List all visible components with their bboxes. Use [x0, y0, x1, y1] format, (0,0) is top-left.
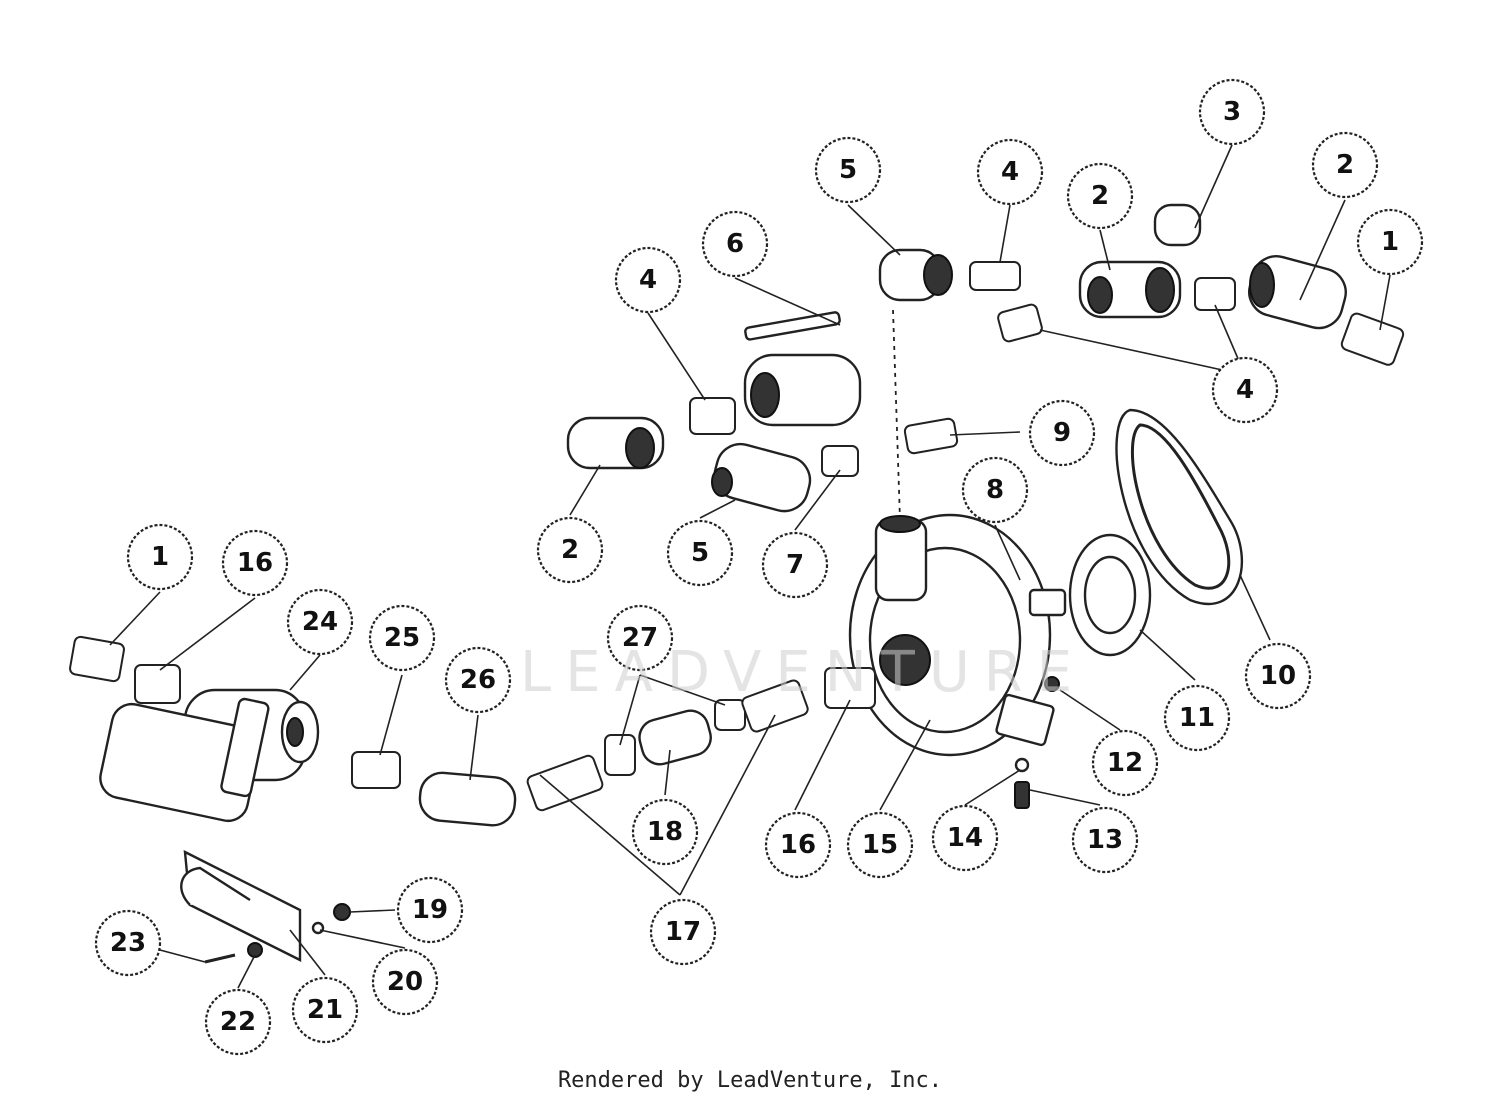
svg-text:19: 19	[412, 895, 448, 925]
svg-text:9: 9	[1053, 418, 1071, 448]
callout-16-filter: 16	[221, 529, 289, 597]
svg-text:25: 25	[384, 623, 420, 653]
callout-6: 6	[701, 210, 769, 278]
callout-27: 27	[606, 604, 674, 672]
callout-1-left: 1	[126, 523, 194, 591]
callout-4-valve: 4	[614, 246, 682, 314]
svg-text:24: 24	[302, 607, 338, 637]
callout-19: 19	[396, 876, 464, 944]
svg-text:18: 18	[647, 817, 683, 847]
svg-text:1: 1	[151, 542, 169, 572]
callout-10: 10	[1244, 642, 1312, 710]
svg-text:7: 7	[786, 550, 804, 580]
callout-23: 23	[94, 909, 162, 977]
svg-text:8: 8	[986, 475, 1004, 505]
callout-1-top-right: 1	[1356, 208, 1424, 276]
callout-17: 17	[649, 898, 717, 966]
svg-text:16: 16	[780, 830, 816, 860]
callout-9: 9	[1028, 399, 1096, 467]
svg-text:5: 5	[839, 155, 857, 185]
svg-text:2: 2	[561, 535, 579, 565]
svg-text:6: 6	[726, 229, 744, 259]
svg-text:26: 26	[460, 665, 496, 695]
svg-text:4: 4	[1236, 375, 1254, 405]
nipple-fitting-top	[969, 261, 1021, 291]
callout-2-tee: 2	[1066, 162, 1134, 230]
parts-drawing	[69, 203, 1405, 964]
svg-text:17: 17	[665, 917, 701, 947]
callout-8: 8	[961, 456, 1029, 524]
callout-20: 20	[371, 948, 439, 1016]
callout-16-pump: 16	[764, 811, 832, 879]
callout-5-top: 5	[814, 136, 882, 204]
drive-belt	[1115, 408, 1244, 606]
callout-2-left: 2	[536, 516, 604, 584]
callout-14: 14	[931, 804, 999, 872]
callout-4-top: 4	[976, 138, 1044, 206]
elbow-fitting-mid	[713, 442, 812, 513]
svg-text:23: 23	[110, 928, 146, 958]
svg-text:14: 14	[947, 823, 983, 853]
callout-2-top-right: 2	[1311, 131, 1379, 199]
svg-text:20: 20	[387, 967, 423, 997]
svg-text:13: 13	[1087, 825, 1123, 855]
callout-25: 25	[368, 604, 436, 672]
valve-handle	[744, 311, 841, 341]
callout-7: 7	[761, 531, 829, 599]
svg-text:22: 22	[220, 1007, 256, 1037]
svg-text:12: 12	[1107, 748, 1143, 778]
svg-text:27: 27	[622, 623, 658, 653]
svg-text:3: 3	[1223, 97, 1241, 127]
svg-text:2: 2	[1336, 150, 1354, 180]
callout-4-right: 4	[1211, 356, 1279, 424]
svg-text:11: 11	[1179, 703, 1215, 733]
plug-cap	[1153, 203, 1202, 247]
svg-text:1: 1	[1381, 227, 1399, 257]
callout-24: 24	[286, 588, 354, 656]
svg-text:5: 5	[691, 538, 709, 568]
coupler	[638, 709, 712, 766]
callout-22: 22	[204, 988, 272, 1056]
svg-text:10: 10	[1260, 661, 1296, 691]
callout-5-mid: 5	[666, 519, 734, 587]
callout-15: 15	[846, 811, 914, 879]
svg-text:4: 4	[1001, 157, 1019, 187]
callout-21: 21	[291, 976, 359, 1044]
hose-section	[418, 771, 517, 827]
svg-text:15: 15	[862, 830, 898, 860]
callout-13: 13	[1071, 806, 1139, 874]
svg-text:16: 16	[237, 548, 273, 578]
callout-18: 18	[631, 798, 699, 866]
callout-3: 3	[1198, 78, 1266, 146]
rendered-by-credit: Rendered by LeadVenture, Inc.	[557, 1068, 943, 1093]
leader-lines	[109, 144, 1391, 989]
svg-text:21: 21	[307, 995, 343, 1025]
adapter-fitting-right	[1340, 312, 1405, 366]
svg-text:4: 4	[639, 265, 657, 295]
svg-text:2: 2	[1091, 181, 1109, 211]
callout-11: 11	[1163, 684, 1231, 752]
callout-26: 26	[444, 646, 512, 714]
callout-12: 12	[1091, 729, 1159, 797]
